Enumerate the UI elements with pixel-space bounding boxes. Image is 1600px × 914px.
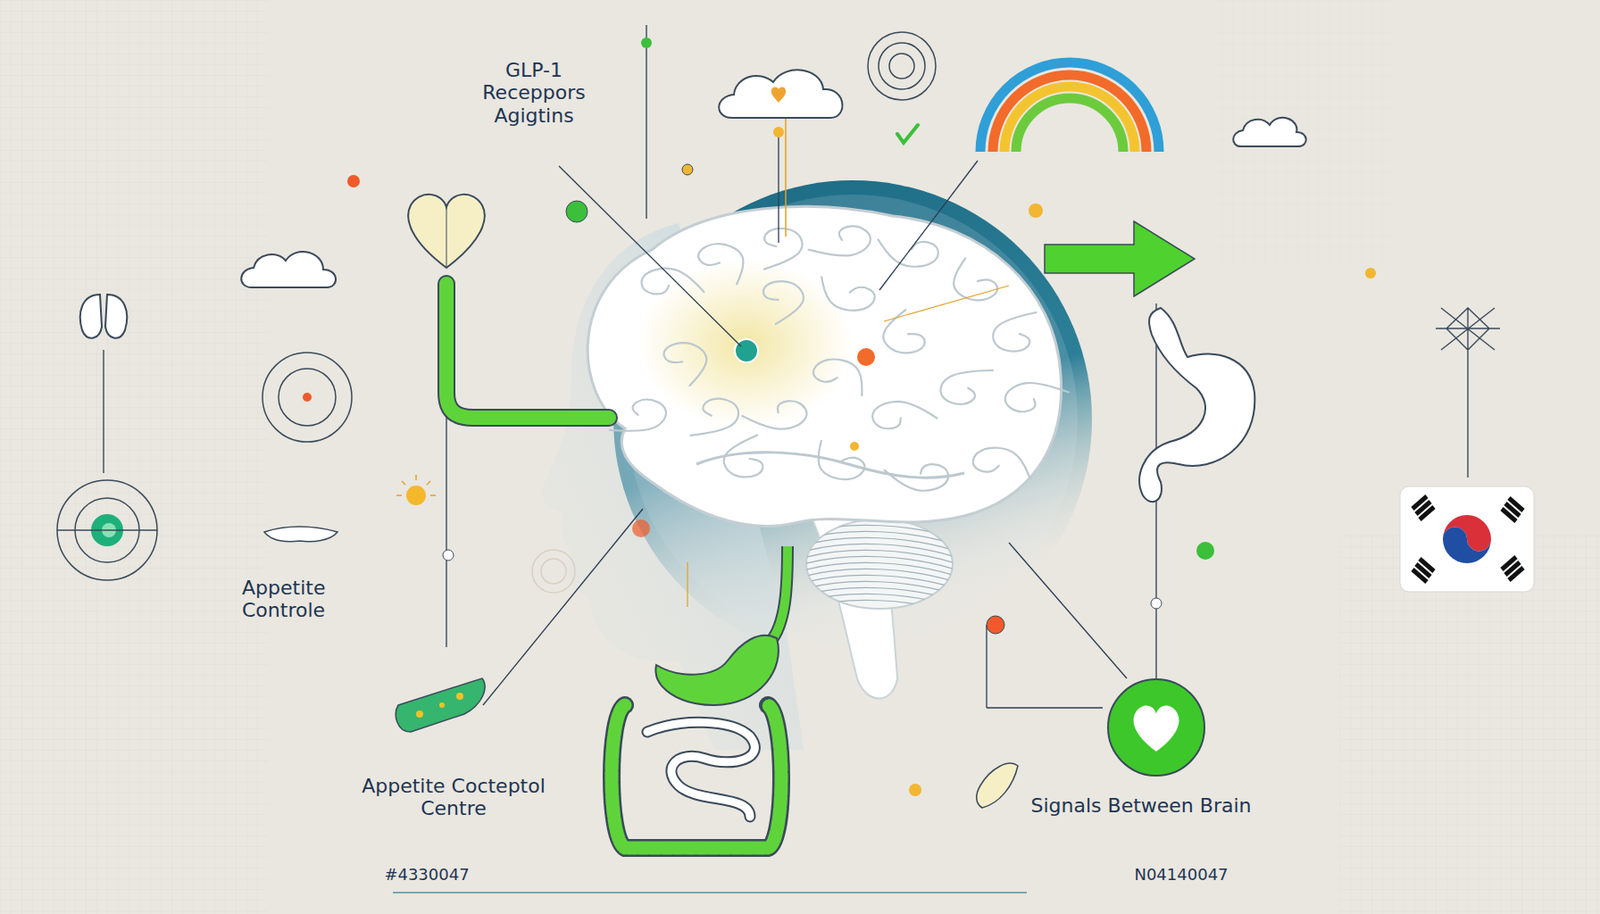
caption-label: Appetite Controle [239,575,379,625]
brain [587,206,1069,526]
cerebellum [803,518,956,614]
sun-icon [396,475,436,506]
code-number: N04140047 [1111,864,1251,887]
green-arrow [1044,221,1195,297]
korean-flag [1400,486,1534,592]
stomach-outline [1139,308,1255,502]
caption-label: Appetite Cocteptol Centre [330,773,577,823]
caption-label: GLP-1 Receppors Agigtins [464,57,604,129]
rainbow [980,62,1159,152]
dots [347,37,1376,797]
leader-lines [103,25,1468,709]
intestines [611,705,782,849]
heart-icon [408,194,485,268]
gland-icon [80,294,127,339]
heart-circle [1108,679,1205,776]
code-number: #4330047 [357,864,497,887]
concentric-circles [57,32,936,593]
caption-label: Signals Between Brain [1026,792,1256,819]
network-icon [1435,308,1500,358]
gut-tube [769,546,788,643]
green-pipe [446,283,609,418]
stomach [655,635,778,706]
